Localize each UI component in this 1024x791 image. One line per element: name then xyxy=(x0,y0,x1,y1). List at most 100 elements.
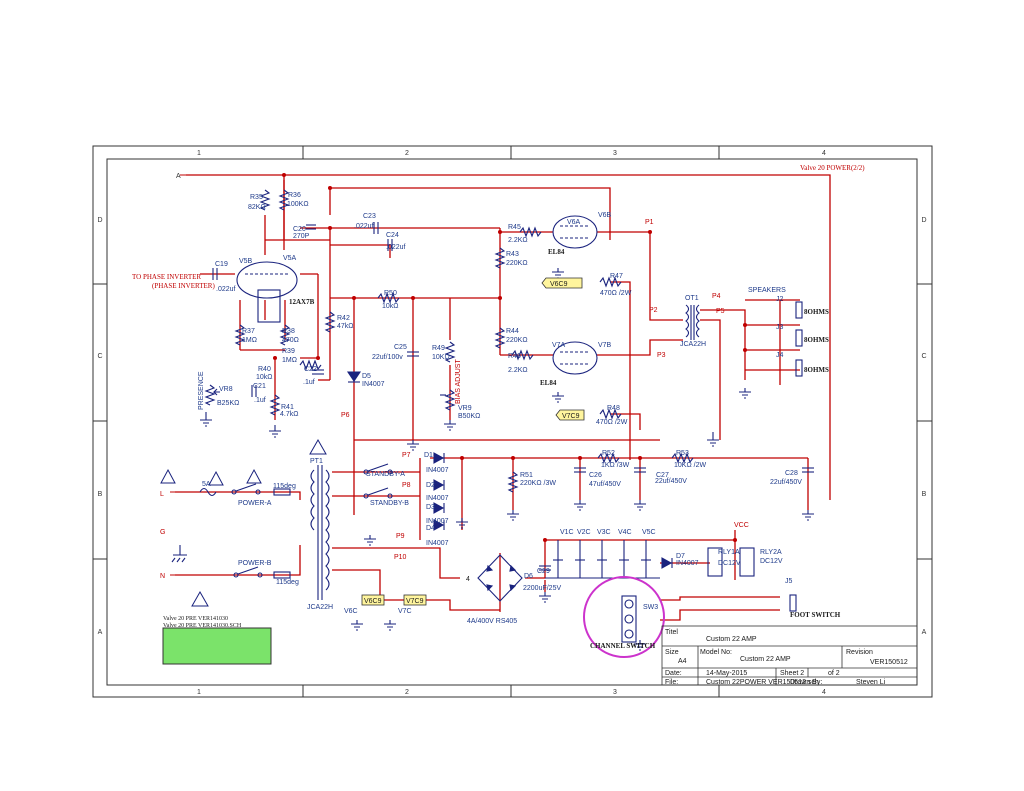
sw3-body xyxy=(621,595,637,643)
warning-icon-3 xyxy=(246,468,262,484)
r36-symbol xyxy=(278,189,290,211)
c27-symbol xyxy=(634,467,646,473)
v6c9-top: V6C9 xyxy=(550,281,568,288)
ot1-value: JCA22H xyxy=(680,341,706,348)
d2-label: D2 xyxy=(426,482,435,489)
tb-revision-label: Revision xyxy=(846,649,873,656)
phase-inverter: (PHASE INVERTER) xyxy=(152,282,215,290)
r49-value: 10KΩ xyxy=(432,354,450,361)
r52-symbol xyxy=(597,452,620,464)
warning-icons xyxy=(160,438,327,607)
p9-label: P9 xyxy=(396,533,405,540)
d4-value: IN4007 xyxy=(426,540,449,547)
vr8-symbol xyxy=(204,384,220,406)
tube-v5 xyxy=(236,261,298,299)
vr8-label: VR8 xyxy=(219,386,233,393)
components xyxy=(171,189,814,651)
node-markers xyxy=(170,174,186,576)
relay-1 xyxy=(707,547,723,577)
grid-markers xyxy=(93,146,932,697)
rly2-label: RLY2A xyxy=(760,549,782,556)
c25-label: C25 xyxy=(394,344,407,351)
highlight-circle xyxy=(583,576,665,658)
v3c-label: V3C xyxy=(597,529,611,536)
tb-date: 14-May-2015 xyxy=(706,670,747,677)
r43-symbol xyxy=(494,247,506,269)
tb-date-label: Date: xyxy=(665,670,682,677)
r47-label: R47 xyxy=(610,273,623,280)
r35-value: 82KΩ xyxy=(248,204,266,211)
c29-value: 2200uF/25V xyxy=(523,585,561,592)
r45-label: R45 xyxy=(508,224,521,231)
r42-symbol xyxy=(324,311,336,333)
v5b-label: V5B xyxy=(239,258,253,265)
tube-type-label: 12AX7B xyxy=(289,298,315,306)
tb-title: Custom 22 AMP xyxy=(706,636,757,643)
rect-pin-4: 4 xyxy=(466,576,470,583)
p2-label: P2 xyxy=(649,307,658,314)
d4-label: D4 xyxy=(426,525,435,532)
tb-of: of 2 xyxy=(828,670,840,677)
d1-symbol xyxy=(433,452,445,464)
c20-label: C20 xyxy=(293,226,306,233)
tb-file: Custom 22POWER VER150512.sch xyxy=(706,679,819,686)
d3-symbol xyxy=(433,502,445,514)
r53-value: 10KΩ /2W xyxy=(674,462,706,469)
warning-icon-4 xyxy=(309,438,327,455)
r46-value: 2.2KΩ xyxy=(508,367,528,374)
note-line-2: Valve 20 PRE VER141030.SCH xyxy=(163,623,242,629)
standby-a: STANDBY-A xyxy=(366,471,405,478)
r37-symbol xyxy=(234,324,246,346)
c19-symbol xyxy=(212,268,218,280)
vr9-symbol xyxy=(440,389,456,411)
r38-label: R38 xyxy=(282,328,295,335)
j5-label: J5 xyxy=(785,578,793,585)
c21-value: .1uf xyxy=(254,397,266,404)
power-a: POWER-A xyxy=(238,500,272,507)
d3-value: IN4007 xyxy=(426,518,449,525)
row-label-b: B xyxy=(98,491,103,498)
bias-adjust-label: BIAS ADJUST xyxy=(455,359,462,404)
p3-label: P3 xyxy=(657,352,666,359)
tb-size: A4 xyxy=(678,658,687,665)
r47-symbol xyxy=(599,276,622,288)
tube-v5-box xyxy=(257,289,281,323)
r50-symbol xyxy=(377,292,400,304)
p6-label: P6 xyxy=(341,412,350,419)
r40-value: 10kΩ xyxy=(256,374,273,381)
c19-value: .022uf xyxy=(216,286,236,293)
ohms-j2: 8OHMS xyxy=(804,308,829,316)
r43-label: R43 xyxy=(506,251,519,258)
col-label-2: 2 xyxy=(405,150,409,157)
r51-value: 220KΩ /3W xyxy=(520,480,556,487)
d3-label: D3 xyxy=(426,504,435,511)
c28-value: 22uf/450V xyxy=(770,479,802,486)
tb-drawn-label: Drawn By: xyxy=(790,679,822,686)
c22-label: C22 xyxy=(304,366,317,373)
grounds xyxy=(171,268,814,651)
d1-value: IN4007 xyxy=(426,467,449,474)
r39-label: R39 xyxy=(282,348,295,355)
c22-symbol xyxy=(312,369,324,375)
to-phase-inverter: TO PHASE INVERTER xyxy=(132,273,201,281)
r41-value: 4.7kΩ xyxy=(280,411,298,418)
vcc-label: VCC xyxy=(734,522,749,529)
r43-value: 220KΩ xyxy=(506,260,528,267)
page-note: Valve 20 POWER(2/2) xyxy=(800,164,865,172)
sw3-label: SW3 xyxy=(643,604,658,611)
r45-value: 2.2KΩ xyxy=(508,237,528,244)
r38-symbol xyxy=(279,324,291,346)
tb-model-label: Model No: xyxy=(700,649,732,656)
r44-label: R44 xyxy=(506,328,519,335)
r35-symbol xyxy=(259,189,271,211)
r45-symbol xyxy=(519,226,542,238)
r36-value: 100KΩ xyxy=(287,201,309,208)
r39-value: 1MΩ xyxy=(282,357,297,364)
rly1-value: DC12V xyxy=(718,560,741,567)
v5c-label: V5C xyxy=(642,529,656,536)
r37-label: R37 xyxy=(242,328,255,335)
j2-label: J2 xyxy=(776,296,784,303)
speakers-label: SPEAKERS xyxy=(748,287,786,294)
note-box xyxy=(162,627,272,665)
